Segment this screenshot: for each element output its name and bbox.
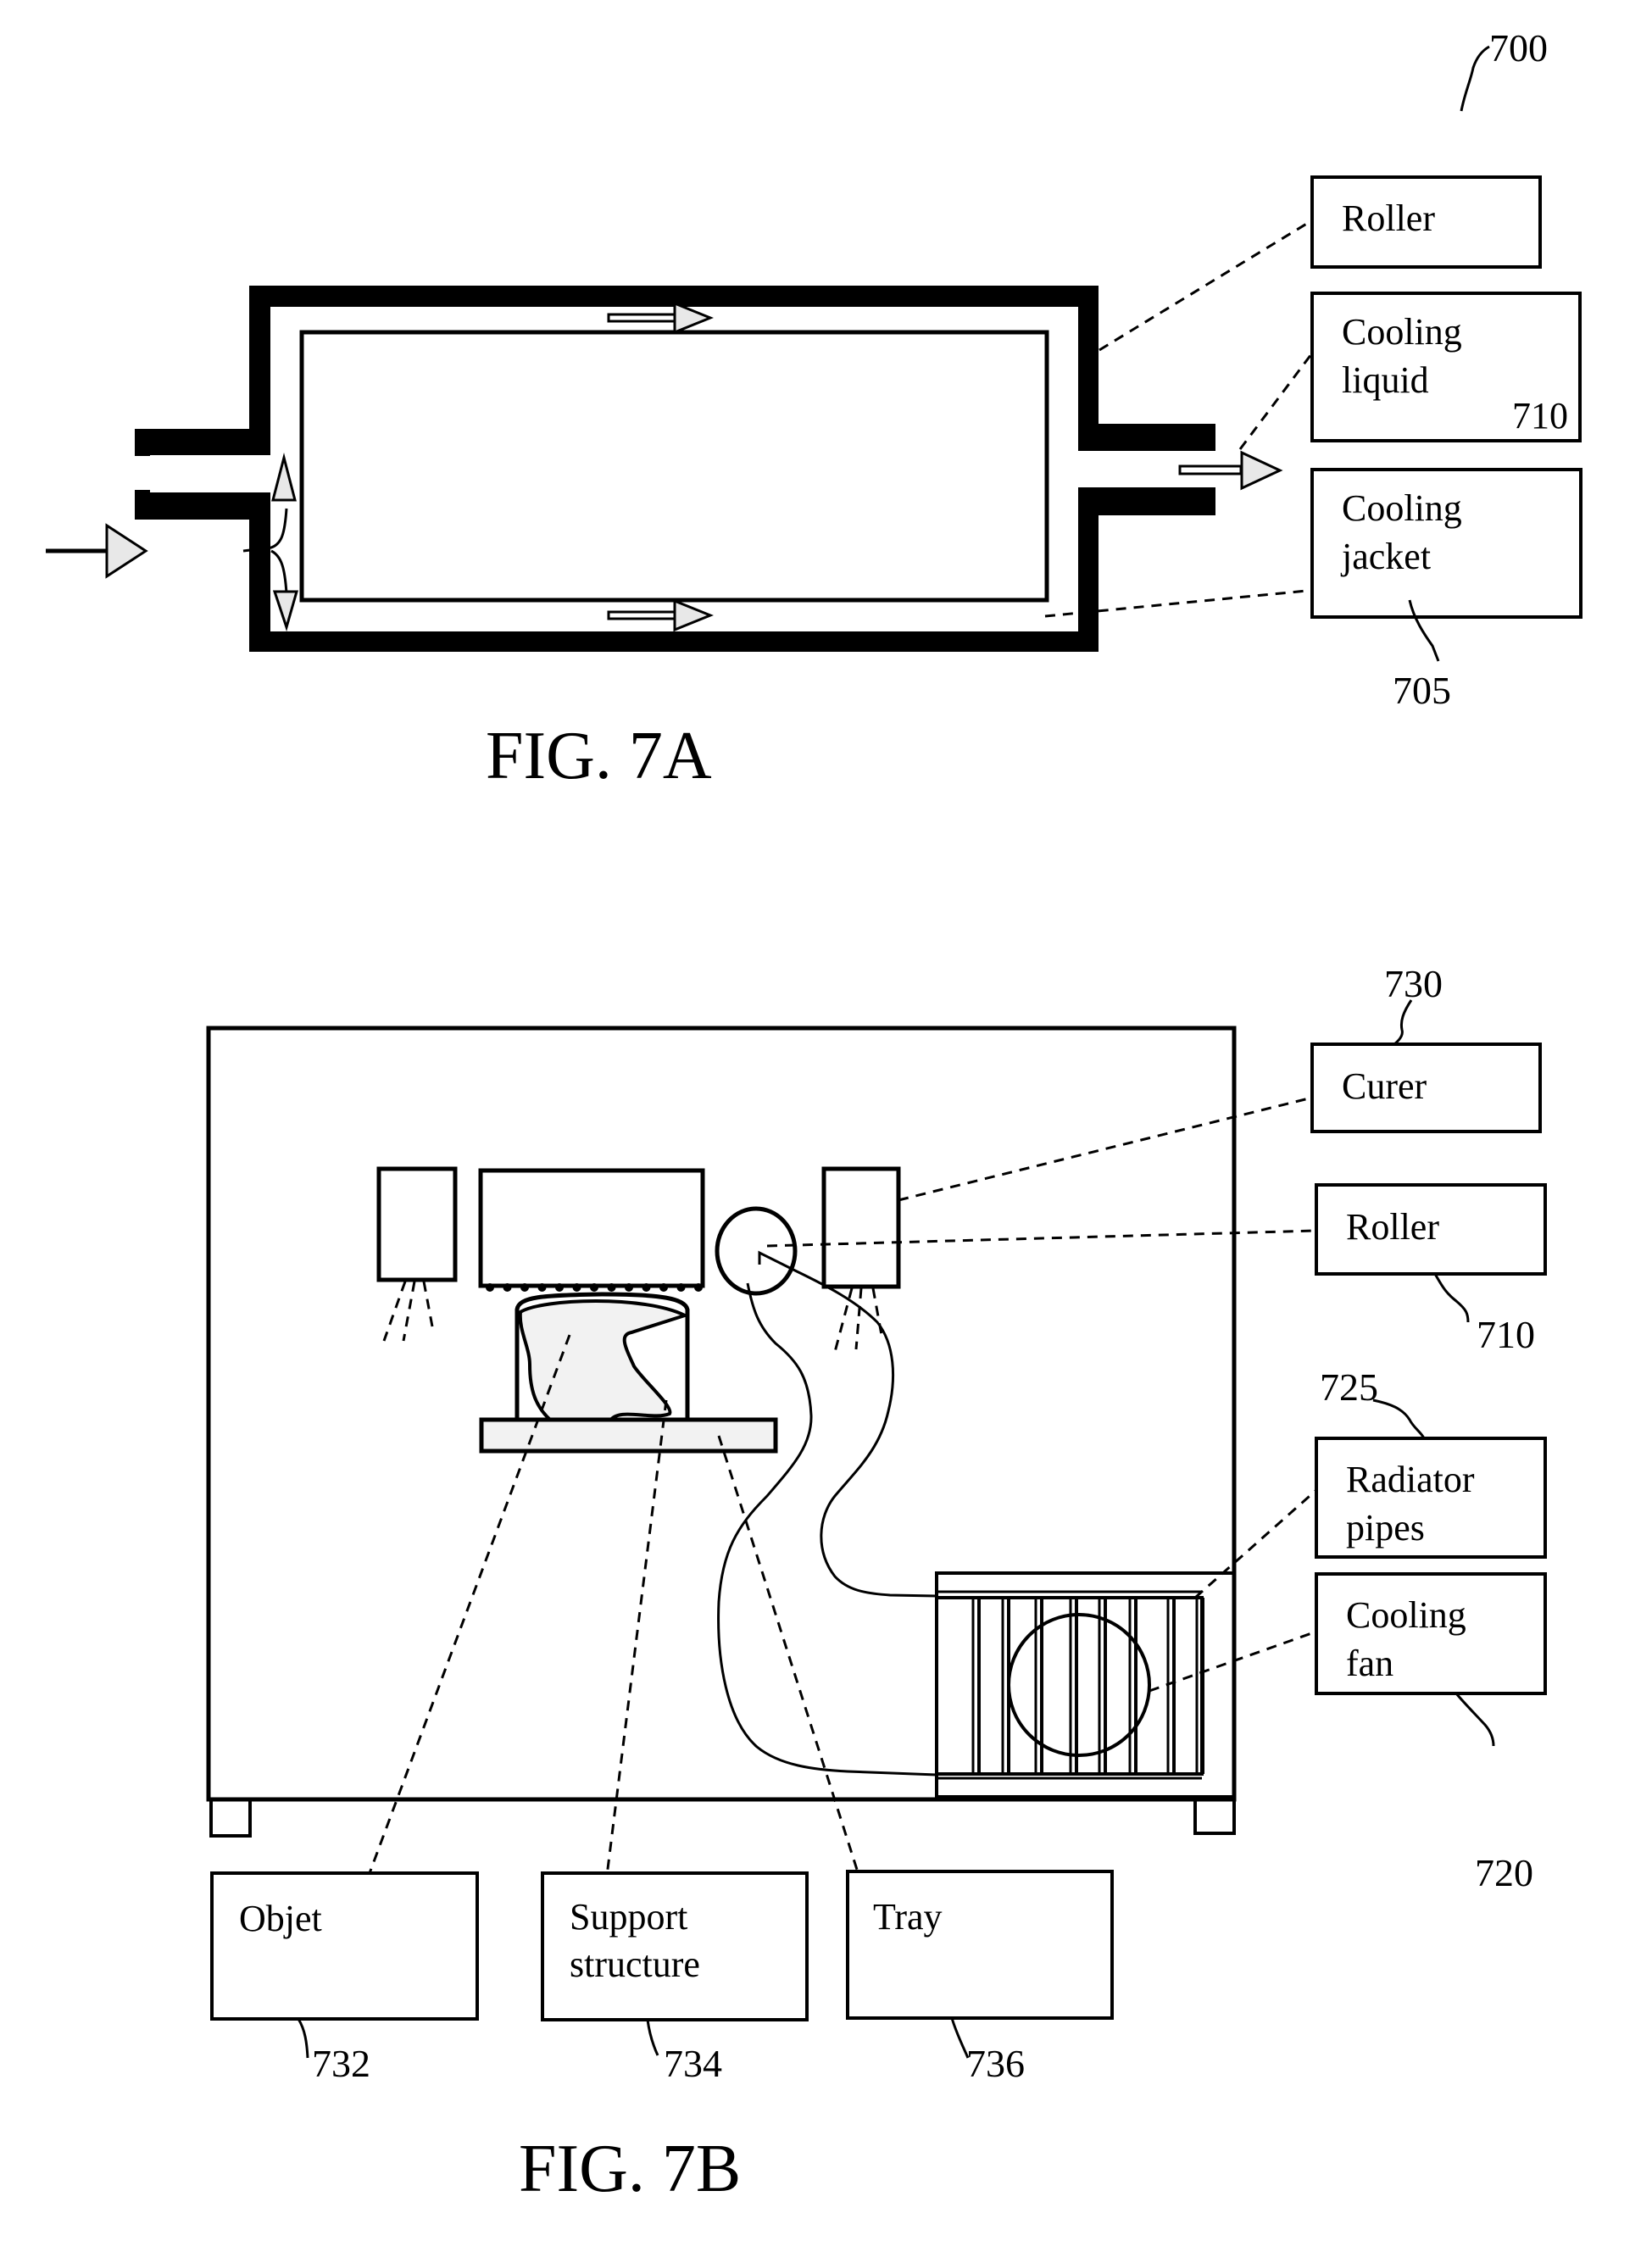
nozzle-dot [555,1283,564,1292]
ref-732-leader [298,2019,308,2058]
printing-head [481,1170,703,1286]
left-curer-unit [379,1169,455,1280]
label-box-objet: Objet [212,1873,477,2019]
label-box-cooling-jacket: Cooling jacket [1312,470,1581,617]
label-roller-7a: Roller [1342,197,1435,239]
ref-736: 736 [966,2042,1025,2085]
flow-arrow-top [609,303,710,332]
ref-705-leader [1410,600,1438,661]
label-fan-line1: Cooling [1346,1594,1466,1636]
figure-7a: 700 [46,26,1581,793]
nozzle-dot [573,1283,581,1292]
ref-730-leader [1394,1000,1411,1044]
label-box-curer: Curer [1312,1044,1540,1132]
nozzle-dot [608,1283,616,1292]
label-support-line2: structure [570,1943,700,1985]
outlet-arrow [1180,453,1280,488]
roller-7b [717,1209,795,1293]
label-tray: Tray [873,1896,943,1938]
support-structure [517,1294,687,1421]
ref-725-leader [1373,1400,1424,1438]
cooling-fan [1009,1615,1149,1755]
label-box-tray: Tray [848,1871,1112,2018]
nozzle-dot [538,1283,547,1292]
label-curer: Curer [1342,1065,1427,1107]
label-box-cooling-liquid: Cooling liquid 710 [1312,293,1580,441]
housing-foot-right [1195,1799,1234,1833]
nozzle-dot [625,1283,633,1292]
ref-720-leader [1456,1693,1493,1746]
ref-730: 730 [1384,962,1443,1005]
label-box-cooling-fan: Cooling fan [1316,1574,1545,1693]
nozzle-dot [503,1283,512,1292]
nozzle-dot [659,1283,668,1292]
label-support-line1: Support [570,1896,687,1938]
label-radiator-line1: Radiator [1346,1459,1475,1500]
ref-700: 700 [1489,26,1548,70]
printer-housing [209,1028,1234,1799]
curer-leader [898,1098,1312,1200]
label-box-radiator-pipes: Radiator pipes [1316,1438,1545,1557]
label-box-support-structure: Support structure [542,1873,807,2020]
ref-725: 725 [1320,1365,1378,1409]
label-cooling-liquid-line1: Cooling [1342,311,1462,353]
nozzle-dot [590,1283,598,1292]
label-roller-7b: Roller [1346,1206,1439,1248]
nozzle-dot [694,1283,703,1292]
label-radiator-line2: pipes [1346,1507,1425,1549]
support-leader [607,1400,666,1876]
nozzle-dot [677,1283,686,1292]
nozzle-dot [486,1283,494,1292]
ref-710-7b: 710 [1477,1313,1535,1356]
label-fan-line2: fan [1346,1643,1393,1684]
ref-734: 734 [664,2042,722,2085]
caption-fig-7a: FIG. 7A [486,719,712,793]
label-box-roller-7a: Roller [1312,177,1540,267]
ref-710-7a: 710 [1512,395,1568,436]
label-objet: Objet [239,1898,322,1939]
right-curer-unit [824,1169,898,1287]
radiator-leader [1195,1490,1316,1598]
radiator [937,1573,1234,1797]
coolant-pipe-supply [759,1253,937,1596]
label-box-roller-7b: Roller [1316,1185,1545,1274]
caption-fig-7b: FIG. 7B [519,2132,741,2206]
housing-foot-left [211,1799,250,1836]
ref-720: 720 [1475,1851,1533,1894]
ref-700-leader [1461,47,1489,111]
cooling-liquid-leader [1240,354,1311,449]
coolant-pipe-return [719,1283,937,1775]
label-cooling-jacket-line1: Cooling [1342,487,1462,529]
tray-leader [719,1436,859,1875]
ref-705: 705 [1393,669,1451,712]
ref-710-leader [1435,1274,1468,1322]
nozzle-dot [642,1283,651,1292]
nozzle-dot [520,1283,529,1292]
flow-arrow-bottom [609,601,710,630]
inlet-arrow [46,525,146,576]
ref-732: 732 [312,2042,370,2085]
left-curer-rays [384,1282,432,1341]
roller-jacket-wall [135,286,1215,652]
ref-734-leader [648,2020,658,2055]
inner-roller [302,332,1047,600]
label-cooling-jacket-line2: jacket [1340,536,1431,577]
roller-leader-7a [1099,220,1312,350]
label-cooling-liquid-line2: liquid [1342,359,1429,401]
tray [481,1420,776,1451]
figure-7b: 730 Curer Roller 710 725 Radiator pipes … [209,962,1545,2206]
